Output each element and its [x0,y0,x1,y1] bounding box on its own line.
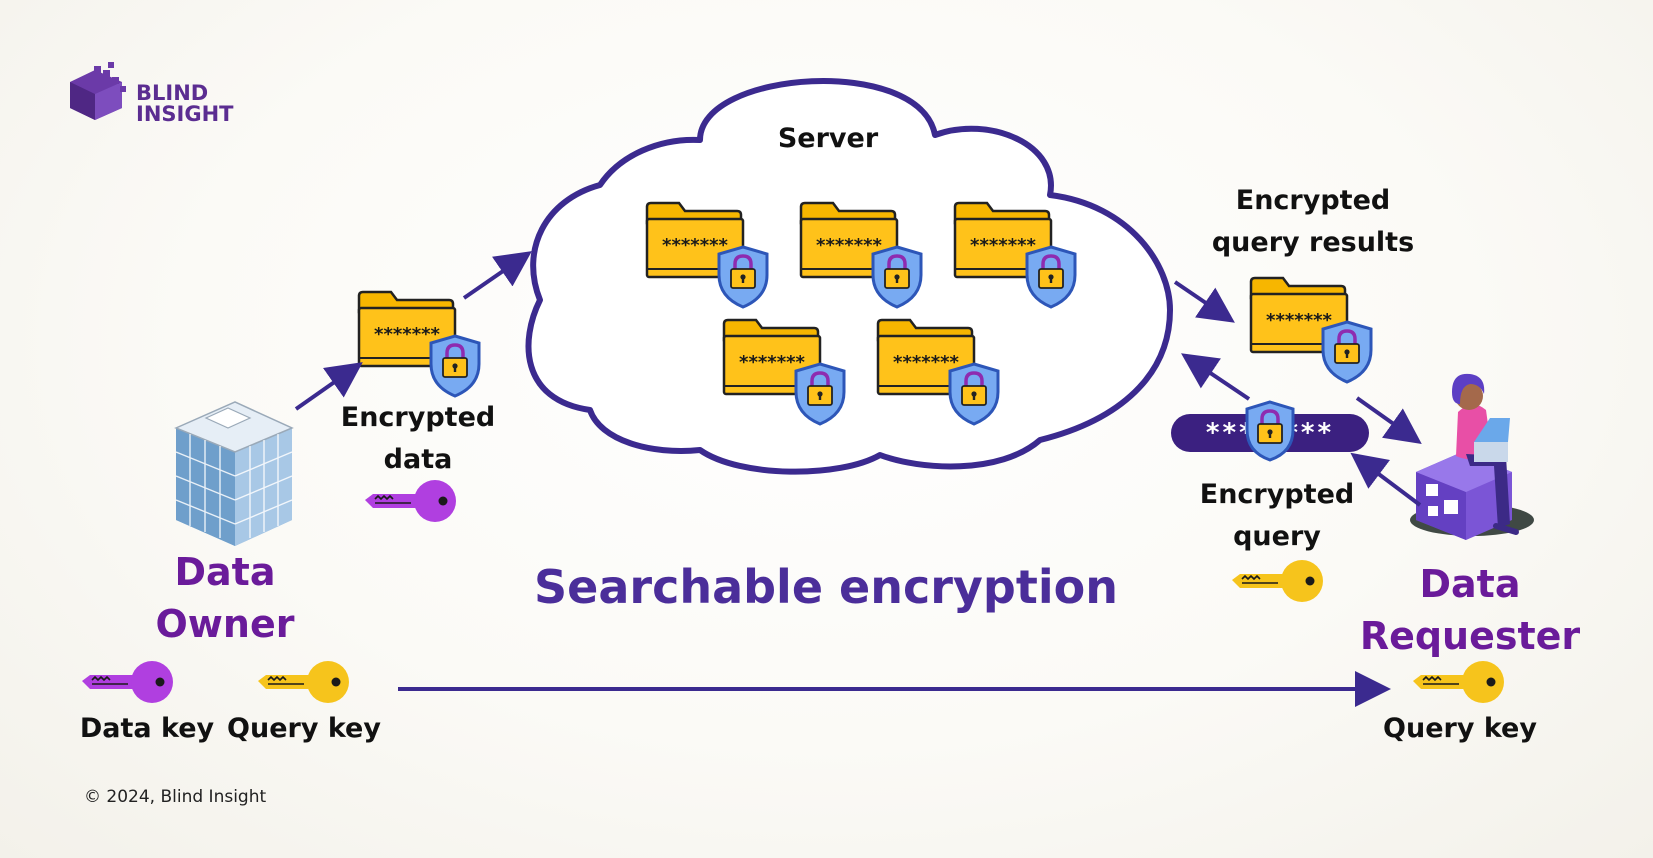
person-with-laptop-icon [1410,373,1534,540]
logo-cube-icon [70,62,126,120]
arrow-query-to-server [1181,353,1251,401]
data-key-icon [364,479,457,523]
requester-query-key-icon [1412,660,1505,704]
owner-data-key-icon [81,660,174,704]
folder-mask: ******* [662,235,728,256]
encrypted-query-key-icon [1231,559,1324,603]
server-folder-2: ******* [799,201,923,309]
blind-insight-logo: BLIND INSIGHT [70,62,234,126]
encrypted-query-label-line1: Encrypted [1200,479,1354,510]
folder-mask: ******* [816,235,882,256]
data-owner-line1: Data [175,550,276,594]
encrypted-query-pill: *** **** [1171,400,1369,462]
query-shield-icon [1245,400,1295,462]
folder-mask: ******* [893,352,959,373]
data-requester-line2: Requester [1360,614,1581,658]
diagram-title: Searchable encryption [534,560,1118,614]
encrypted-query-label-line2: query [1233,521,1321,552]
arrow-encrypted-data-to-server [462,251,532,300]
logo-line2: INSIGHT [136,102,234,126]
server-label: Server [778,123,879,154]
data-owner-line2: Owner [156,602,295,646]
data-key-label: Data key [80,713,215,744]
encrypted-results-label-line1: Encrypted [1236,185,1390,216]
server-folder-3: ******* [953,201,1077,309]
encrypted-data-label-line2: data [384,444,453,475]
folder-mask: ******* [739,352,805,373]
logo-line1: BLIND [136,81,208,105]
copyright-text: © 2024, Blind Insight [84,787,266,807]
encrypted-results-folder: ******* [1249,276,1373,384]
folder-mask: ******* [374,324,440,345]
owner-query-key-icon [257,660,350,704]
server-folder-5: ******* [876,318,1000,426]
folder-mask: ******* [970,235,1036,256]
office-building-icon [174,401,294,546]
encrypted-data-label-line1: Encrypted [341,402,495,433]
encrypted-data-folder: ******* [357,290,481,398]
arrow-results-to-requester [1355,396,1422,444]
requester-query-key-label: Query key [1383,713,1537,744]
owner-query-key-label: Query key [227,713,381,744]
arrow-requester-to-query [1350,452,1422,507]
arrow-owner-to-encrypted-data [294,362,363,411]
server-folder-4: ******* [722,318,846,426]
arrow-server-to-results [1173,280,1235,323]
data-requester-line1: Data [1420,562,1521,606]
encrypted-results-label-line2: query results [1212,227,1414,258]
server-folder-1: ******* [645,201,769,309]
folder-mask: ******* [1266,310,1332,331]
